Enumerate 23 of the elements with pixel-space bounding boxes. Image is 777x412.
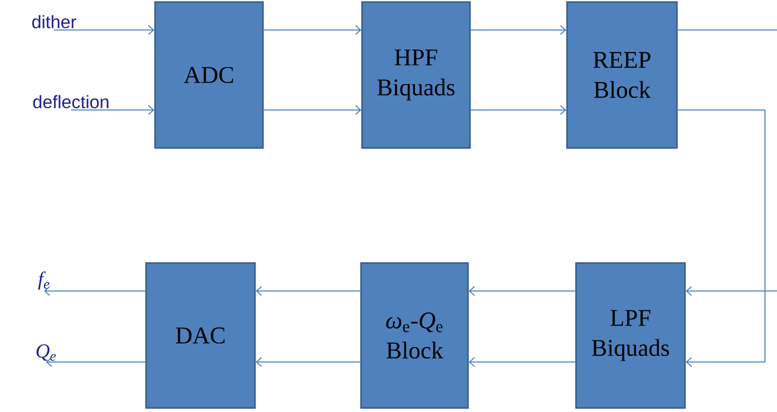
arrow	[256, 286, 361, 296]
arrow	[263, 105, 362, 115]
arrow	[468, 357, 576, 367]
arrow	[677, 110, 766, 367]
arrow	[70, 105, 154, 115]
arrow	[686, 286, 777, 296]
process-box: ADC	[154, 1, 264, 149]
arrow	[468, 286, 576, 296]
arrow	[470, 25, 566, 35]
arrow	[470, 105, 566, 115]
process-box: REEP Block	[566, 1, 678, 149]
signal-label: dither	[32, 15, 76, 28]
signal-label: deflection	[33, 95, 108, 108]
arrow	[46, 357, 146, 367]
arrow	[256, 357, 361, 367]
process-box: HPF Biquads	[361, 1, 471, 149]
process-box: DAC	[145, 262, 256, 409]
arrow	[44, 286, 146, 296]
arrow	[263, 25, 362, 35]
arrow	[54, 25, 154, 35]
process-box: ω$_{e}$-Q$_{e}$ Block	[360, 262, 469, 409]
process-box: LPF Biquads	[575, 262, 686, 409]
signal-label: f$_{e}$	[38, 271, 50, 290]
